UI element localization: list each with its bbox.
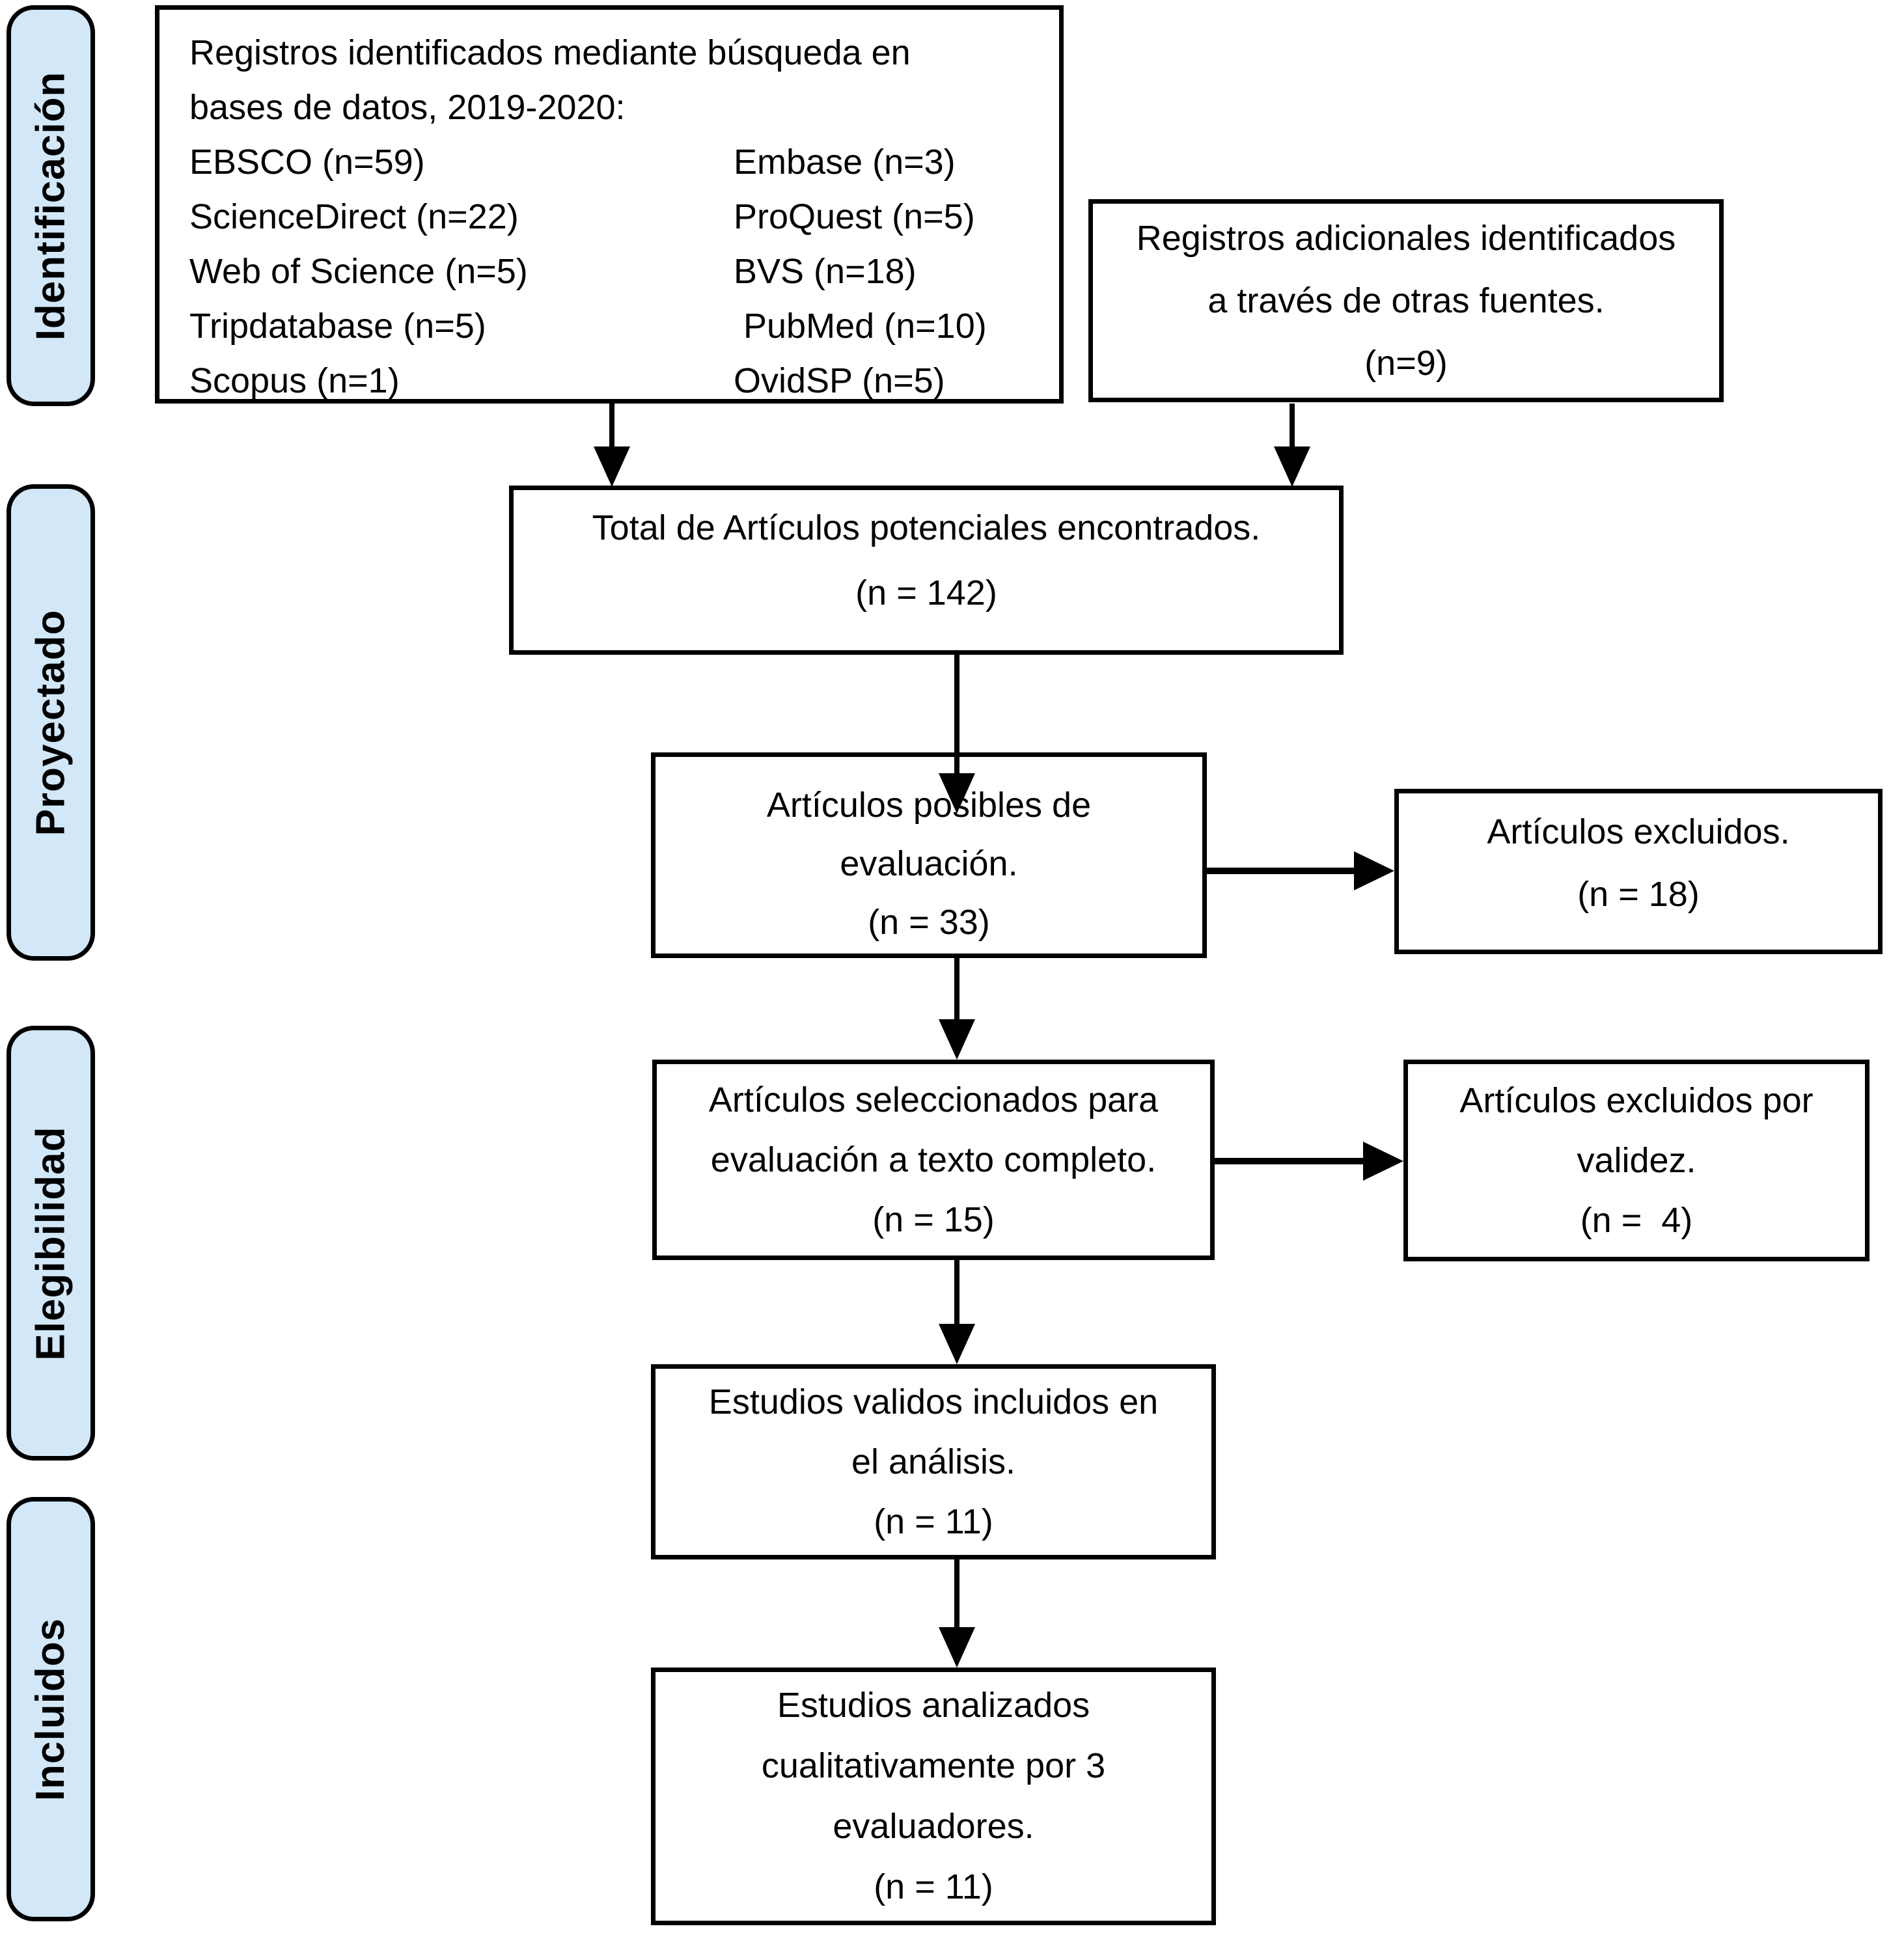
arrowhead-down-icon	[939, 1324, 975, 1364]
arrowhead-down-icon	[1274, 446, 1310, 487]
db-proquest: ProQuest (n=5)	[734, 197, 975, 236]
stage-elegibilidad: Elegibilidad	[7, 1026, 95, 1461]
box-title-line: Registros identificados mediante búsqued…	[189, 33, 911, 72]
db-ovidsp: OvidSP (n=5)	[734, 361, 945, 400]
arrowhead-right-icon	[1354, 851, 1394, 890]
arrow-line	[954, 1559, 959, 1630]
box-additional-records: Registros adicionales identificados a tr…	[1088, 199, 1724, 402]
box-count: (n = 142)	[855, 573, 997, 612]
box-text-line: validez.	[1577, 1141, 1696, 1180]
box-text-line: Registros adicionales identificados	[1136, 219, 1676, 258]
database-row: EBSCO (n=59) Embase (n=3)	[189, 135, 1059, 189]
arrowhead-down-icon	[939, 1627, 975, 1667]
box-text-line: Artículos seleccionados para	[708, 1080, 1159, 1119]
box-articles-excluded: Artículos excluidos. (n = 18)	[1394, 789, 1883, 954]
arrowhead-down-icon	[939, 1019, 975, 1060]
box-articles-excluded-validity: Artículos excluidos por validez. (n = 4)	[1403, 1060, 1870, 1261]
arrow-line	[609, 404, 614, 449]
database-row: Web of Science (n=5) BVS (n=18)	[189, 244, 1059, 299]
box-count: (n = 4)	[1580, 1201, 1693, 1240]
stage-incluidos: Incluidos	[7, 1497, 95, 1921]
box-text-line: Estudios analizados	[777, 1686, 1090, 1725]
stage-label: Proyectado	[28, 609, 74, 836]
arrow-line	[1206, 868, 1356, 874]
arrowhead-right-icon	[1363, 1142, 1403, 1181]
box-count: (n = 11)	[874, 1867, 993, 1906]
arrow-line	[954, 1260, 959, 1326]
db-ebsco: EBSCO (n=59)	[189, 143, 425, 182]
db-bvs: BVS (n=18)	[734, 252, 917, 291]
arrow-line	[954, 655, 959, 776]
db-scopus: Scopus (n=1)	[189, 361, 400, 400]
box-text-line: Artículos excluidos por	[1459, 1081, 1814, 1120]
arrow-line	[1215, 1158, 1364, 1164]
box-records-identified: Registros identificados mediante búsqued…	[155, 5, 1064, 404]
db-pubmed: PubMed (n=10)	[734, 307, 987, 346]
box-text-line: Estudios validos incluidos en	[708, 1382, 1159, 1421]
box-text-line: cualitativamente por 3	[761, 1746, 1106, 1785]
box-text-line: Artículos posibles de	[766, 786, 1092, 825]
db-embase: Embase (n=3)	[734, 143, 956, 182]
database-row: Scopus (n=1) OvidSP (n=5)	[189, 353, 1059, 400]
arrow-line	[954, 958, 959, 1022]
database-row: Tripdatabase (n=5) PubMed (n=10)	[189, 299, 1059, 353]
box-count: (n = 18)	[1577, 875, 1700, 914]
box-qualitative-analysis: Estudios analizados cualitativamente por…	[651, 1667, 1216, 1925]
box-text-line: a través de otras fuentes.	[1207, 281, 1605, 320]
box-total-articles: Total de Artículos potenciales encontrad…	[509, 486, 1344, 655]
box-text-line: evaluadores.	[833, 1807, 1034, 1846]
box-count: (n = 15)	[872, 1200, 995, 1239]
box-articles-evaluable: Artículos posibles de evaluación. (n = 3…	[651, 752, 1207, 958]
box-count: (n = 33)	[868, 903, 990, 942]
box-text-line: el análisis.	[851, 1442, 1016, 1481]
stage-label: Elegibilidad	[28, 1126, 74, 1360]
box-text-line: Artículos excluidos.	[1487, 812, 1790, 851]
stage-identificacion: Identificación	[7, 5, 95, 406]
box-text-line: Total de Artículos potenciales encontrad…	[592, 508, 1261, 547]
box-count: (n=9)	[1364, 344, 1448, 383]
arrow-line	[1290, 404, 1295, 449]
box-text-line: evaluación.	[840, 844, 1018, 883]
stage-label: Identificación	[28, 71, 74, 340]
box-count: (n = 11)	[874, 1502, 993, 1541]
arrowhead-down-icon	[939, 773, 975, 814]
stage-label: Incluidos	[28, 1617, 74, 1801]
arrowhead-down-icon	[594, 446, 630, 487]
box-text-line: evaluación a texto completo.	[710, 1140, 1157, 1179]
database-row: ScienceDirect (n=22) ProQuest (n=5)	[189, 189, 1059, 244]
db-web-of-science: Web of Science (n=5)	[189, 252, 528, 291]
box-title-line: bases de datos, 2019-2020:	[189, 88, 626, 127]
db-sciencedirect: ScienceDirect (n=22)	[189, 197, 519, 236]
stage-proyectado: Proyectado	[7, 484, 95, 961]
db-tripdatabase: Tripdatabase (n=5)	[189, 307, 486, 346]
box-valid-studies: Estudios validos incluidos en el análisi…	[651, 1364, 1216, 1559]
box-articles-fulltext: Artículos seleccionados para evaluación …	[652, 1060, 1215, 1260]
